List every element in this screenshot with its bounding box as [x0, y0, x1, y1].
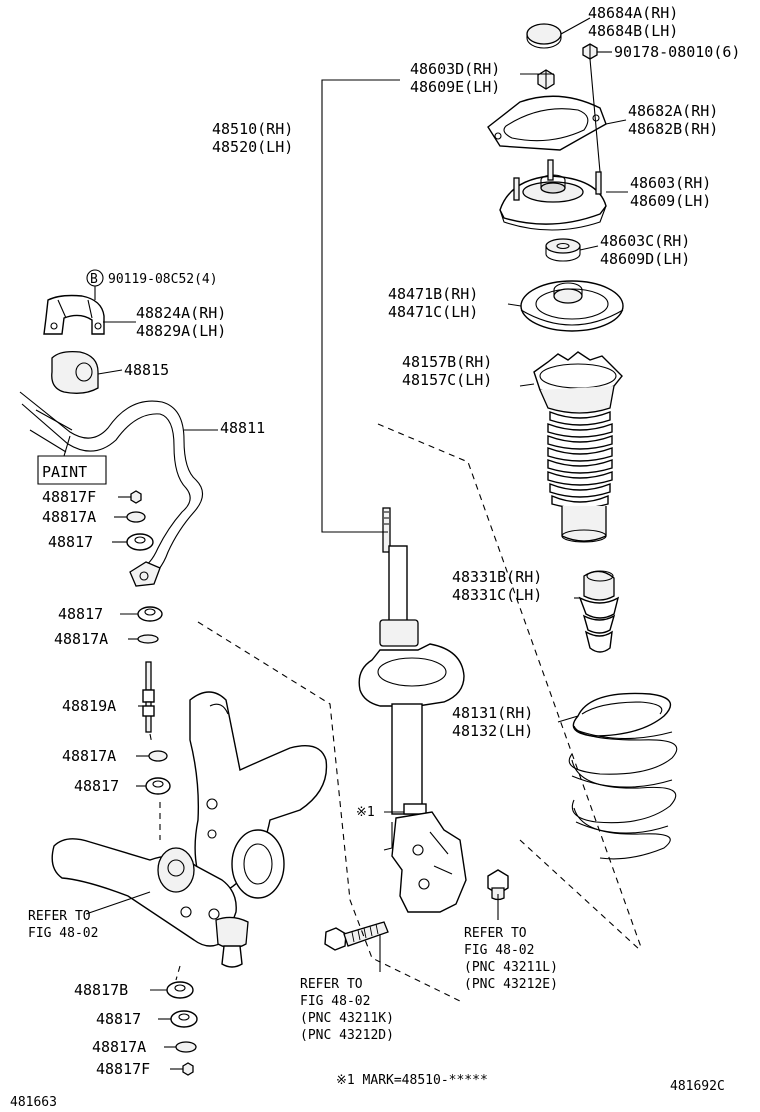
callout-c48682-line-1: 48682A(RH)	[628, 102, 718, 120]
callout-refer-right-line-2: FIG 48-02	[464, 943, 534, 958]
callout-c48684-line-1: 48684A(RH)	[588, 4, 678, 22]
callout-c48603-line-1: 48603(RH)	[630, 174, 711, 192]
callout-c48510-line-1: 48510(RH)	[212, 120, 293, 138]
callout-c48603d-line-1: 48603D(RH)	[410, 60, 500, 78]
stabilizer-bar-48811-part	[19, 391, 204, 587]
callout-refer-left-line-2: FIG 48-02	[28, 926, 98, 941]
lower-arm-part	[51, 838, 249, 968]
callout-code-right-line-1: 481692C	[670, 1079, 725, 1094]
callout-labels: 48684A(RH)48684B(LH) 90178-08010(6) 48603D…	[10, 4, 740, 1110]
callout-c48817f-4-line-1: 48817F	[96, 1060, 150, 1078]
washer-48817A-2-part	[137, 634, 159, 644]
washer-48817A-top-part	[126, 511, 146, 523]
callout-refer-right-line-1: REFER TO	[464, 926, 527, 941]
steering-knuckle-part	[189, 691, 328, 899]
callout-c48157-line-2: 48157C(LH)	[402, 371, 492, 389]
washer-48817A-3-part	[148, 750, 168, 762]
callout-c48603-line-2: 48609(LH)	[630, 192, 711, 210]
callout-paint-line-1: PAINT	[42, 463, 87, 481]
paint-box	[37, 455, 107, 485]
nut-90178-part	[582, 43, 598, 60]
callout-refer-right-line-3: (PNC 43211L)	[464, 960, 558, 975]
callout-c90119-line-1: 90119-08C52(4)	[108, 272, 218, 287]
coil-spring-48131-part	[568, 692, 678, 860]
bolt-center-part	[324, 921, 389, 951]
callout-c48603c-line-1: 48603C(RH)	[600, 232, 690, 250]
washer-48817A-4-part	[175, 1041, 197, 1053]
callout-c48817a-3-line-1: 48817A	[62, 747, 116, 765]
callout-c48817b-line-1: 48817B	[74, 981, 128, 999]
callout-refer-center-line-1: REFER TO	[300, 977, 363, 992]
callout-c48131-line-1: 48131(RH)	[452, 704, 533, 722]
bolt-b-letter: B	[90, 272, 98, 287]
callout-c48817f-top-line-1: 48817F	[42, 488, 96, 506]
nut-48603D-part	[537, 69, 555, 90]
callout-c90178-line-1: 90178-08010(6)	[614, 43, 740, 61]
callout-c48603d-line-2: 48609E(LH)	[410, 78, 500, 96]
callout-c48684-line-2: 48684B(LH)	[588, 22, 678, 40]
callout-c48603c-line-2: 48609D(LH)	[600, 250, 690, 268]
bushing-48817-4-part	[170, 1010, 198, 1028]
callout-c48824-line-2: 48829A(LH)	[136, 322, 226, 340]
gasket-48682-part	[487, 95, 607, 151]
bump-stopper-48331-part	[578, 570, 620, 653]
leader-48510	[321, 79, 400, 533]
bushing-48817B-part	[166, 981, 194, 999]
callout-c48331-line-1: 48331B(RH)	[452, 568, 542, 586]
callout-c48682-line-2: 48682B(RH)	[628, 120, 718, 138]
callout-c48819a-line-1: 48819A	[62, 697, 116, 715]
callout-c48817-2-line-1: 48817	[58, 605, 103, 623]
nut-right-part	[487, 869, 509, 901]
callout-footnote-line-1: ※1 MARK=48510-*****	[336, 1073, 488, 1088]
callout-c48471-line-1: 48471B(RH)	[388, 285, 478, 303]
bushing-48817-3-part	[145, 777, 171, 795]
bushing-48817-top-part	[126, 533, 154, 551]
callout-c48815-line-1: 48815	[124, 361, 169, 379]
callout-refer-right-line-4: (PNC 43212E)	[464, 977, 558, 992]
bushing-48817-2-part	[137, 606, 163, 622]
callout-refer-center-line-4: (PNC 43212D)	[300, 1028, 394, 1043]
callout-c48510-line-2: 48520(LH)	[212, 138, 293, 156]
callout-c48811-line-1: 48811	[220, 419, 265, 437]
callout-c48157-line-1: 48157B(RH)	[402, 353, 492, 371]
callout-code-left-line-1: 481663	[10, 1095, 57, 1110]
dust-boot-48157-part	[533, 351, 623, 543]
bracket-48824-part	[43, 294, 105, 335]
stabilizer-link-48819A-part	[142, 661, 155, 733]
insulator-48471-part	[520, 280, 624, 332]
callout-c48817-top-line-1: 48817	[48, 533, 93, 551]
callout-c48817a-4-line-1: 48817A	[92, 1038, 146, 1056]
callout-mark1-line-1: ※1	[356, 805, 375, 820]
strut-mount-48603-part	[499, 159, 607, 231]
shock-absorber-48510-part	[358, 507, 467, 913]
callout-c48817-4-line-1: 48817	[96, 1010, 141, 1028]
callout-c48131-line-2: 48132(LH)	[452, 722, 533, 740]
callout-c48824-line-1: 48824A(RH)	[136, 304, 226, 322]
callout-refer-center-line-3: (PNC 43211K)	[300, 1011, 394, 1026]
callout-refer-center-line-2: FIG 48-02	[300, 994, 370, 1009]
callout-c48817a-top-line-1: 48817A	[42, 508, 96, 526]
callout-c48817-3-line-1: 48817	[74, 777, 119, 795]
callout-c48331-line-2: 48331C(LH)	[452, 586, 542, 604]
callout-c48471-line-2: 48471C(LH)	[388, 303, 478, 321]
nut-48817F-4-part	[182, 1062, 194, 1076]
spacer-48603C-part	[545, 238, 581, 262]
nut-48817F-top-part	[130, 490, 142, 504]
callout-c48817a-2-line-1: 48817A	[54, 630, 108, 648]
cap-48684-part	[526, 23, 562, 49]
callout-refer-left-line-1: REFER TO	[28, 909, 91, 924]
bushing-48815-part	[51, 350, 99, 394]
